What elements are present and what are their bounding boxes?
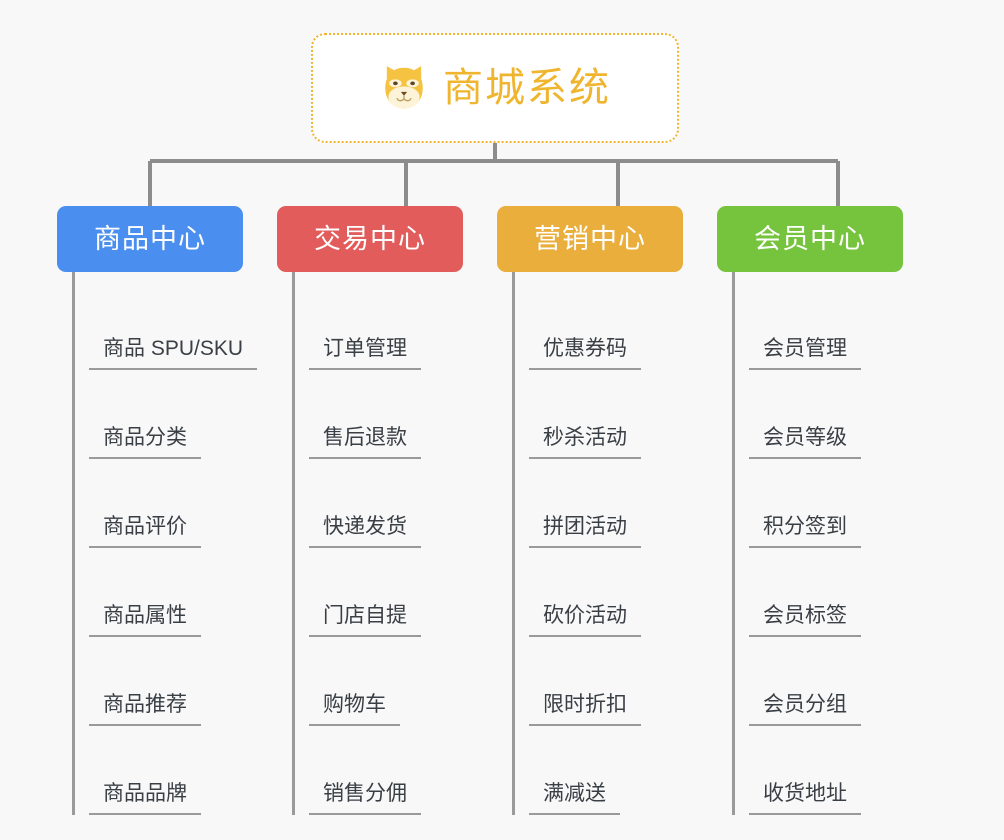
list-item[interactable]: 商品推荐 (75, 637, 257, 726)
branch-column-1: 交易中心 订单管理 售后退款 快递发货 门店自提 购物车 销售分佣 (277, 206, 477, 815)
leaf-label: 限时折扣 (529, 694, 641, 726)
leaf-label: 会员管理 (749, 338, 861, 370)
leaf-label: 积分签到 (749, 516, 861, 548)
list-item[interactable]: 优惠券码 (515, 281, 697, 370)
leaf-list-1: 订单管理 售后退款 快递发货 门店自提 购物车 销售分佣 (292, 272, 477, 815)
list-item[interactable]: 满减送 (515, 726, 697, 815)
leaf-label: 快递发货 (309, 516, 421, 548)
root-title: 商城系统 (443, 66, 611, 110)
leaf-label: 会员标签 (749, 605, 861, 637)
list-item[interactable]: 拼团活动 (515, 459, 697, 548)
shiba-dog-icon (385, 66, 423, 109)
list-item[interactable]: 售后退款 (295, 370, 477, 459)
list-item[interactable]: 商品属性 (75, 548, 257, 637)
list-item[interactable]: 销售分佣 (295, 726, 477, 815)
leaf-label: 订单管理 (309, 338, 421, 370)
list-item[interactable]: 订单管理 (295, 281, 477, 370)
leaf-label: 商品推荐 (89, 694, 201, 726)
category-box-0[interactable]: 商品中心 (57, 206, 243, 272)
list-item[interactable]: 商品分类 (75, 370, 257, 459)
list-item[interactable]: 砍价活动 (515, 548, 697, 637)
leaf-label: 商品评价 (89, 516, 201, 548)
leaf-label: 门店自提 (309, 605, 421, 637)
list-item[interactable]: 限时折扣 (515, 637, 697, 726)
leaf-label: 拼团活动 (529, 516, 641, 548)
leaf-list-3: 会员管理 会员等级 积分签到 会员标签 会员分组 收货地址 (732, 272, 917, 815)
list-item[interactable]: 收货地址 (735, 726, 917, 815)
leaf-label: 商品属性 (89, 605, 201, 637)
leaf-label: 售后退款 (309, 427, 421, 459)
list-item[interactable]: 会员等级 (735, 370, 917, 459)
list-item[interactable]: 商品评价 (75, 459, 257, 548)
list-item[interactable]: 积分签到 (735, 459, 917, 548)
leaf-label: 优惠券码 (529, 338, 641, 370)
leaf-label: 砍价活动 (529, 605, 641, 637)
leaf-list-0: 商品 SPU/SKU 商品分类 商品评价 商品属性 商品推荐 商品品牌 (72, 272, 258, 815)
leaf-label: 满减送 (529, 783, 620, 815)
leaf-label: 秒杀活动 (529, 427, 641, 459)
leaf-label: 商品 SPU/SKU (89, 338, 258, 370)
leaf-label: 购物车 (309, 694, 400, 726)
leaf-label: 会员分组 (749, 694, 861, 726)
leaf-label: 商品分类 (89, 427, 201, 459)
leaf-list-2: 优惠券码 秒杀活动 拼团活动 砍价活动 限时折扣 满减送 (512, 272, 697, 815)
list-item[interactable]: 商品 SPU/SKU (75, 281, 258, 370)
list-item[interactable]: 会员管理 (735, 281, 917, 370)
list-item[interactable]: 会员标签 (735, 548, 917, 637)
list-item[interactable]: 快递发货 (295, 459, 477, 548)
category-box-1[interactable]: 交易中心 (277, 206, 463, 272)
category-box-3[interactable]: 会员中心 (717, 206, 903, 272)
list-item[interactable]: 会员分组 (735, 637, 917, 726)
list-item[interactable]: 门店自提 (295, 548, 477, 637)
leaf-label: 销售分佣 (309, 783, 421, 815)
branch-column-3: 会员中心 会员管理 会员等级 积分签到 会员标签 会员分组 收货地址 (717, 206, 917, 815)
list-item[interactable]: 商品品牌 (75, 726, 257, 815)
category-label-1: 交易中心 (314, 223, 426, 254)
leaf-label: 商品品牌 (89, 783, 201, 815)
category-box-2[interactable]: 营销中心 (497, 206, 683, 272)
category-label-2: 营销中心 (534, 223, 646, 254)
list-item[interactable]: 秒杀活动 (515, 370, 697, 459)
branch-column-2: 营销中心 优惠券码 秒杀活动 拼团活动 砍价活动 限时折扣 满减送 (497, 206, 697, 815)
root-node[interactable]: 商城系统 (311, 33, 679, 143)
leaf-label: 会员等级 (749, 427, 861, 459)
category-label-3: 会员中心 (754, 223, 866, 254)
branch-column-0: 商品中心 商品 SPU/SKU 商品分类 商品评价 商品属性 商品推荐 商品品牌 (57, 206, 258, 815)
leaf-label: 收货地址 (749, 783, 861, 815)
category-label-0: 商品中心 (94, 223, 206, 254)
list-item[interactable]: 购物车 (295, 637, 477, 726)
